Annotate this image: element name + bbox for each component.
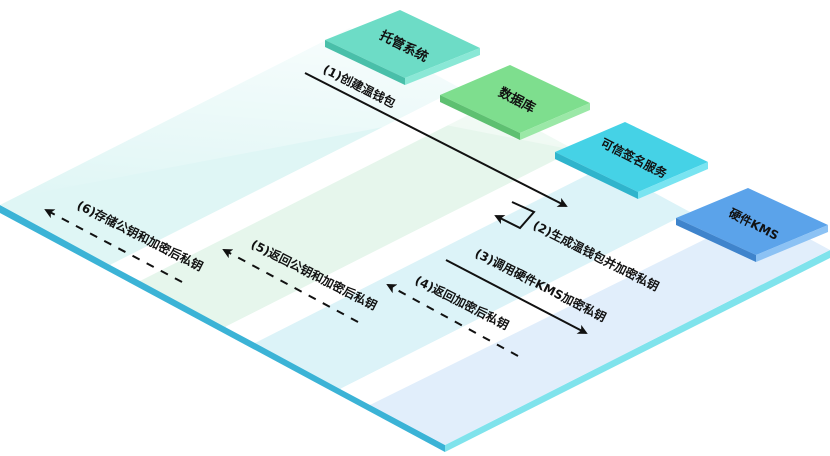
- lane-database: [140, 104, 575, 327]
- arrow-step-1: [304, 72, 568, 207]
- platform-edge-left: [0, 205, 445, 452]
- system-block-signing: 可信签名服务: [555, 122, 708, 199]
- lane-gap: [225, 150, 605, 343]
- lane-signing: [255, 166, 690, 389]
- lane-kms: [370, 212, 830, 445]
- arrow-step-2: [494, 201, 536, 230]
- arrow-step-3: [445, 259, 588, 334]
- system-block-custody: 托管系统: [325, 10, 480, 85]
- system-block-database: 数据库: [440, 65, 590, 140]
- lane-gap: [110, 88, 490, 281]
- arrow-step-6: [44, 209, 183, 283]
- lane-gap: [340, 212, 720, 405]
- system-block-kms: 硬件KMS: [676, 188, 828, 262]
- platform-edge-right: [445, 250, 830, 452]
